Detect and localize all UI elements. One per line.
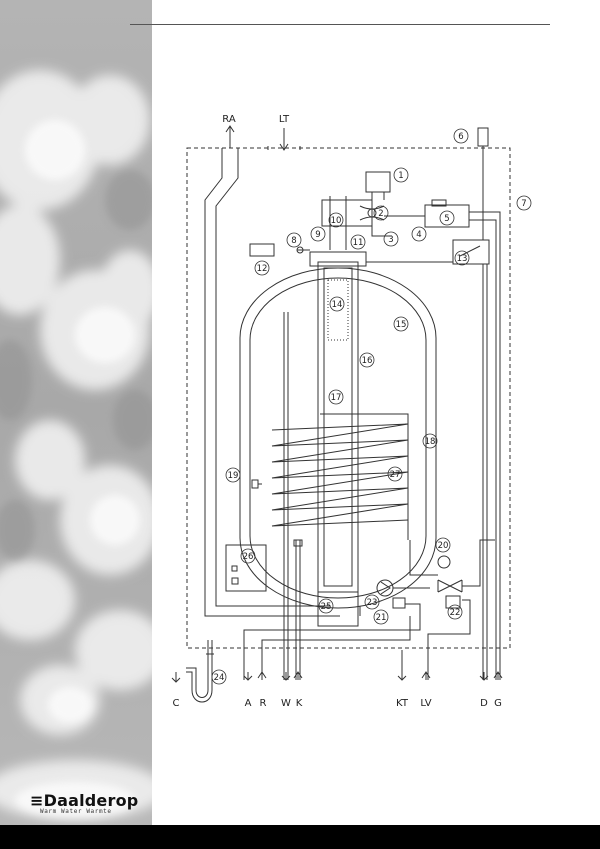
tank-outer [239, 267, 437, 609]
label-lt: LT [279, 114, 290, 125]
sky-image [0, 0, 152, 825]
flue-pipe-inner [215, 148, 330, 607]
brand-name: Daalderop [43, 791, 139, 810]
brand-tagline: Warm Water Warmte [40, 808, 112, 815]
brand-icon: ≡ [30, 791, 44, 810]
callout-15: 15 [396, 320, 407, 330]
sidebar-sky [0, 0, 152, 825]
callout-22: 22 [450, 608, 461, 618]
callout-5: 5 [444, 214, 449, 224]
callout-6: 6 [458, 132, 463, 142]
condensate-trap [186, 640, 213, 703]
callout-20: 20 [438, 541, 449, 551]
burner [327, 279, 349, 341]
hot-water-pipe [283, 312, 289, 680]
fan-housing [321, 199, 373, 227]
callout-11: 11 [353, 238, 364, 248]
callout-27: 27 [390, 470, 401, 480]
callout-24: 24 [214, 673, 225, 683]
fan-motor [365, 171, 391, 193]
callout-7: 7 [521, 199, 526, 209]
enclosure-outline [186, 147, 511, 649]
callout-19: 19 [228, 471, 239, 481]
callout-26: 26 [243, 552, 254, 562]
label-a: A [245, 698, 252, 709]
cold-water-pipe [295, 540, 301, 680]
combustion-chamber [317, 261, 359, 593]
callout-12: 12 [257, 264, 268, 274]
callout-17: 17 [331, 393, 342, 403]
callout-18: 18 [425, 437, 436, 447]
control-box [452, 239, 490, 265]
callout-3: 3 [388, 235, 393, 245]
label-ra: RA [222, 114, 236, 125]
callout-10: 10 [331, 216, 342, 226]
callout-25: 25 [321, 602, 332, 612]
heat-exchanger-coil [271, 423, 409, 527]
label-lv: LV [420, 698, 431, 709]
callout-21: 21 [376, 613, 387, 623]
header-rule [130, 24, 550, 25]
callout-4: 4 [416, 230, 421, 240]
label-w: W [281, 698, 291, 709]
label-g: G [494, 698, 502, 709]
callout-13: 13 [457, 254, 468, 264]
footer-bar [0, 825, 600, 849]
label-c: C [173, 698, 180, 709]
callout-14: 14 [332, 300, 343, 310]
callout-16: 16 [362, 356, 373, 366]
callout-9: 9 [315, 230, 320, 240]
callout-23: 23 [367, 598, 378, 608]
tank-inner [249, 277, 427, 599]
sensor-12 [249, 243, 275, 257]
control-panel [225, 544, 267, 592]
label-k: K [296, 698, 303, 709]
callout-1: 1 [398, 171, 403, 181]
brand-logo: ≡Daalderop [30, 791, 138, 810]
flue-pipe-outer [204, 148, 340, 617]
label-r: R [260, 698, 267, 709]
label-d: D [480, 698, 488, 709]
label-kt: KT [396, 698, 409, 709]
callout-8: 8 [291, 236, 296, 246]
three-way-valve [437, 579, 463, 593]
callout-2: 2 [378, 209, 383, 219]
